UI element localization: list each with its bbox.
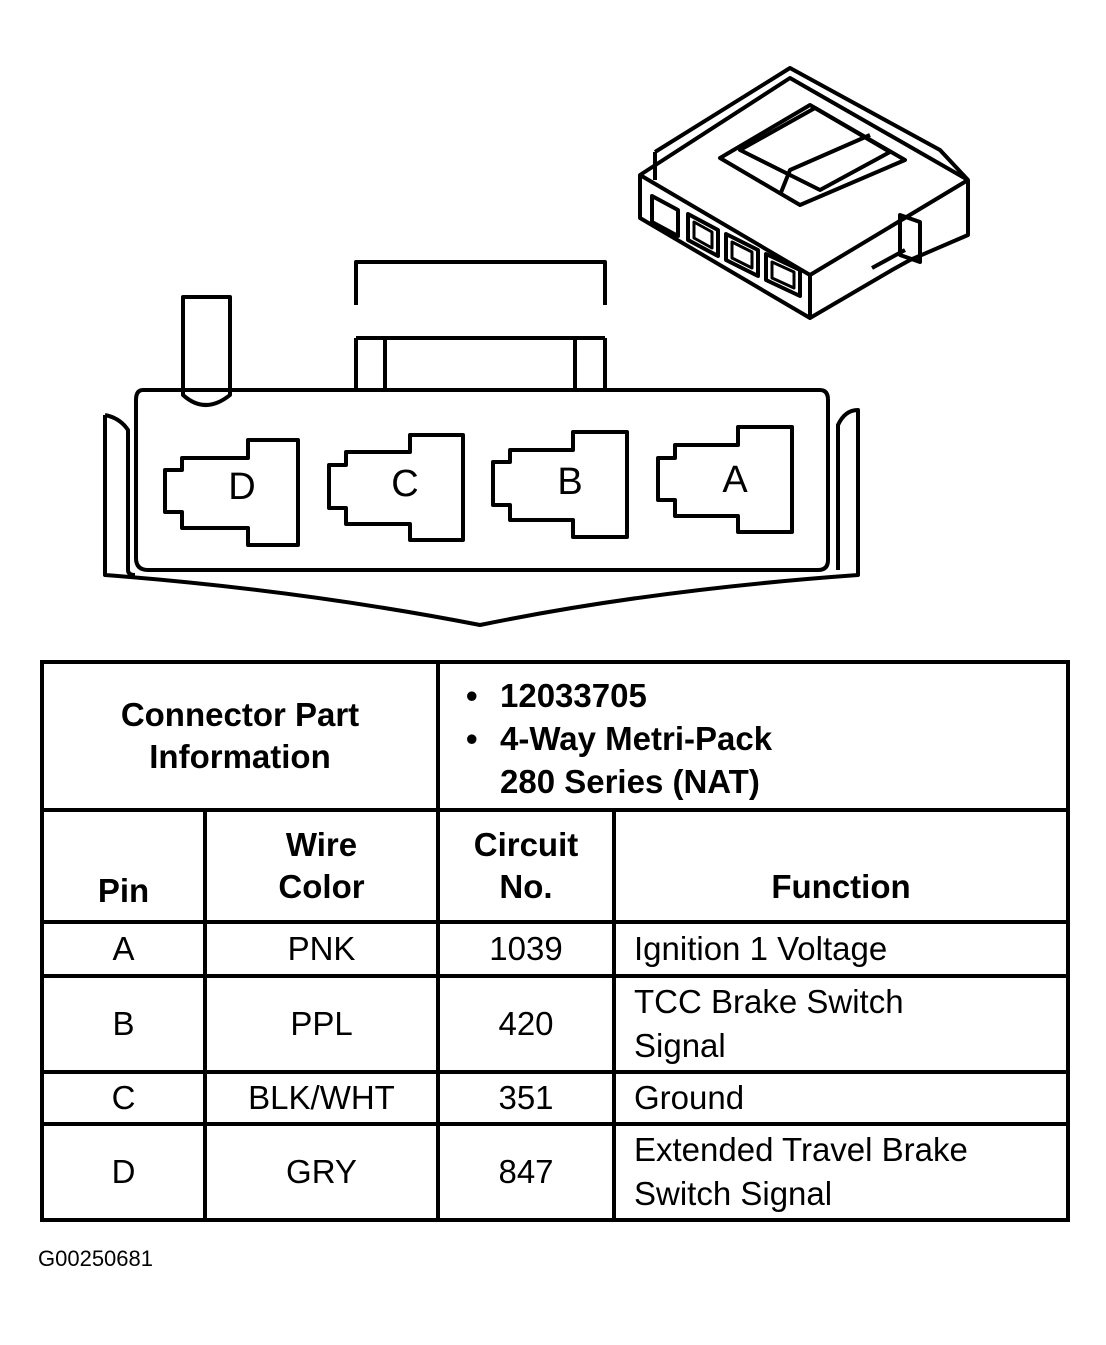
part-numbers-cell: 12033705 4-Way Metri-Pack 280 Series (NA… <box>436 660 1070 812</box>
circuit-cell: 420 <box>436 974 616 1074</box>
column-header-circuit-no: Circuit No. <box>436 808 616 924</box>
pin-label-b: B <box>557 461 582 503</box>
column-header-row: Pin Wire Color Circuit No. Function <box>40 808 1070 924</box>
table-row: A PNK 1039 Ignition 1 Voltage <box>40 920 1070 978</box>
pin-label-a: A <box>722 459 748 501</box>
column-header-function: Function <box>612 808 1070 924</box>
pin-cell: C <box>40 1070 207 1126</box>
column-header-wire-color: Wire Color <box>203 808 440 924</box>
wire-color-cell: PNK <box>203 920 440 978</box>
circuit-cell: 351 <box>436 1070 616 1126</box>
pin-label-c: C <box>391 463 418 505</box>
function-cell: Ground <box>612 1070 1070 1126</box>
part-info-label: Connector Part Information <box>40 660 440 812</box>
pin-cell: B <box>40 974 207 1074</box>
connector-info-table: Connector Part Information 12033705 4-Wa… <box>40 660 1070 1222</box>
connector-face-view <box>103 260 860 627</box>
function-cell: Ignition 1 Voltage <box>612 920 1070 978</box>
pin-cell: D <box>40 1122 207 1222</box>
column-header-pin: Pin <box>40 808 207 924</box>
table-row: C BLK/WHT 351 Ground <box>40 1070 1070 1126</box>
figure-id: G00250681 <box>38 1246 153 1271</box>
function-cell: TCC Brake Switch Signal <box>612 974 1070 1074</box>
connector-diagram: D C B A <box>103 66 970 627</box>
part-info-row: Connector Part Information 12033705 4-Wa… <box>40 660 1070 812</box>
function-cell: Extended Travel Brake Switch Signal <box>612 1122 1070 1222</box>
circuit-cell: 847 <box>436 1122 616 1222</box>
connector-3d-view <box>638 66 970 320</box>
wire-color-cell: BLK/WHT <box>203 1070 440 1126</box>
pin-labels: D C B A <box>228 459 748 508</box>
circuit-cell: 1039 <box>436 920 616 978</box>
table-row: B PPL 420 TCC Brake Switch Signal <box>40 974 1070 1074</box>
part-numbers-list: 12033705 4-Way Metri-Pack 280 Series (NA… <box>440 664 1066 803</box>
pin-cavities <box>163 425 794 547</box>
wire-color-cell: PPL <box>203 974 440 1074</box>
pin-cell: A <box>40 920 207 978</box>
wire-color-cell: GRY <box>203 1122 440 1222</box>
pin-label-d: D <box>228 466 255 508</box>
part-number-item: 12033705 <box>466 674 1066 717</box>
table-row: D GRY 847 Extended Travel Brake Switch S… <box>40 1122 1070 1222</box>
part-number-item: 4-Way Metri-Pack 280 Series (NAT) <box>466 717 830 803</box>
